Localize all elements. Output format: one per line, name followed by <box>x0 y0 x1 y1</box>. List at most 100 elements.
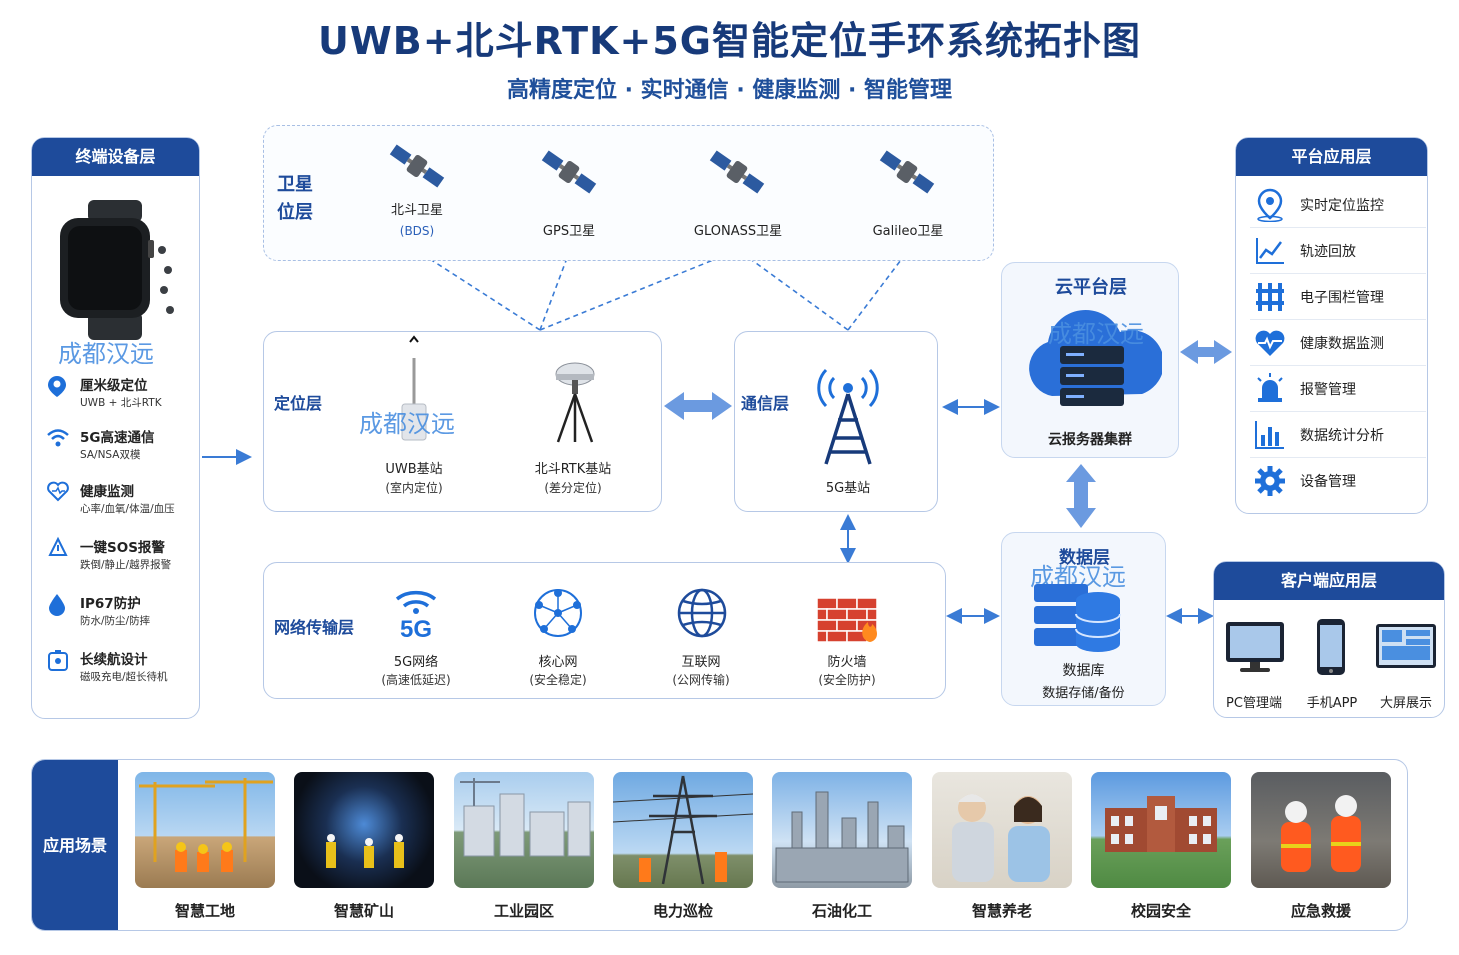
satellite-name: GLONASS卫星 <box>693 224 783 239</box>
fence-icon <box>1256 283 1284 311</box>
scene-industrial-park-image <box>454 772 594 888</box>
database-icon <box>1034 582 1122 658</box>
platform-item[interactable]: 电子围栏管理 <box>1250 274 1426 320</box>
feature-title: 长续航设计 <box>80 652 148 668</box>
5g-network-icon: 5G <box>391 585 441 645</box>
data-layer-label: 数据层 <box>1059 548 1110 568</box>
network-layer-label: 网络传输层 <box>274 618 355 637</box>
network-item-name: 互联网 <box>681 655 721 670</box>
platform-item[interactable]: 实时定位监控 <box>1250 182 1426 228</box>
cloud-layer-label: 云平台层 <box>1055 277 1127 298</box>
terminal-layer-header: 终端设备层 <box>32 138 199 176</box>
watermark: 成都汉远 <box>359 410 455 438</box>
location-pin-icon <box>1257 188 1283 222</box>
platform-item-label: 数据统计分析 <box>1300 428 1384 444</box>
satellite-layer-panel: 卫星 位层 <box>263 125 994 261</box>
firewall-icon <box>816 596 882 648</box>
network-item-name: 5G网络 <box>393 655 439 670</box>
large-screen-icon <box>1376 624 1436 668</box>
line-chart-icon <box>1256 238 1284 264</box>
satellite-icon <box>540 148 598 200</box>
fat-arrows <box>664 340 1232 528</box>
scene-mine-image <box>294 772 434 888</box>
scenes-panel: 应用场景 智慧工地 智慧矿山 工业园区 电力巡检 石油化工 智慧养老 校园安全 … <box>31 759 1408 931</box>
feature-subtitle: 磁吸充电/超长待机 <box>80 671 168 683</box>
satellite-name: 北斗卫星 <box>390 203 443 218</box>
uwb-station-sub: (室内定位) <box>385 481 443 495</box>
platform-item[interactable]: 轨迹回放 <box>1250 228 1426 274</box>
scene-label: 工业园区 <box>493 902 554 920</box>
network-item-sub: (公网传输) <box>672 673 730 687</box>
network-layer-panel: 网络传输层 <box>263 562 946 699</box>
satellite-name: GPS卫星 <box>542 224 596 239</box>
platform-item[interactable]: 健康数据监测 <box>1250 320 1426 366</box>
siren-icon <box>1257 373 1283 402</box>
satellite-icon <box>878 148 936 200</box>
5g-network-text: 5G <box>400 616 432 641</box>
uwb-antenna-icon <box>392 334 442 448</box>
heart-icon <box>46 480 70 506</box>
platform-item-label: 实时定位监控 <box>1300 198 1384 214</box>
network-item-sub: (安全稳定) <box>529 673 587 687</box>
platform-item-label: 报警管理 <box>1300 382 1356 398</box>
satellite-sub: (BDS) <box>399 224 435 238</box>
satellite-icon <box>388 142 446 194</box>
client-item-label: 大屏展示 <box>1379 696 1432 711</box>
database-label: 数据库 <box>1062 663 1105 679</box>
pc-monitor-icon <box>1226 622 1284 672</box>
scene-emergency-rescue-image <box>1251 772 1391 888</box>
page-subtitle: 高精度定位 · 实时通信 · 健康监测 · 智能管理 <box>506 78 953 103</box>
water-drop-icon <box>47 592 67 620</box>
scene-label: 智慧矿山 <box>333 902 394 920</box>
feature-title: 厘米级定位 <box>80 378 148 394</box>
positioning-layer-label: 定位层 <box>274 394 323 413</box>
scene-label: 校园安全 <box>1130 902 1191 920</box>
bar-chart-icon <box>1255 421 1284 449</box>
scene-petrochemical-image <box>772 772 912 888</box>
feature-title: 健康监测 <box>80 484 134 500</box>
battery-icon <box>47 648 69 676</box>
smart-band-icon <box>60 200 174 340</box>
watermark: 成都汉远 <box>1048 320 1144 348</box>
network-item-name: 防火墙 <box>827 655 867 670</box>
5g-tower-label: 5G基站 <box>825 481 871 496</box>
location-pin-icon <box>46 374 68 402</box>
scene-elderly-care-image <box>932 772 1072 888</box>
client-item-label: 手机APP <box>1306 696 1358 711</box>
feature-title: IP67防护 <box>80 596 141 612</box>
scene-label: 应急救援 <box>1290 902 1351 920</box>
cloud-server-label: 云报务器集群 <box>1048 432 1132 448</box>
alarm-bell-icon <box>46 536 70 564</box>
network-item-sub: (安全防护) <box>818 673 876 687</box>
scene-label: 石油化工 <box>811 902 872 920</box>
network-item-name: 核心网 <box>538 655 578 670</box>
platform-item[interactable]: 设备管理 <box>1250 458 1426 504</box>
wifi-icon <box>46 428 70 452</box>
scene-campus-image <box>1091 772 1231 888</box>
positioning-layer-panel: 定位层 <box>263 331 662 512</box>
satellite-name: Galileo卫星 <box>872 224 944 239</box>
scene-label: 智慧养老 <box>971 902 1032 920</box>
platform-item[interactable]: 报警管理 <box>1250 366 1426 412</box>
platform-item-label: 设备管理 <box>1300 474 1356 490</box>
scene-power-inspection-image <box>613 772 753 888</box>
database-sub: 数据存储/备份 <box>1042 686 1125 701</box>
communication-layer-panel: 通信层 <box>734 331 938 512</box>
feature-subtitle: 防水/防尘/防摔 <box>80 615 151 627</box>
satellite-icon <box>708 148 766 200</box>
platform-item-label: 电子围栏管理 <box>1300 290 1384 306</box>
terminal-layer-panel: 终端设备层 成都汉远 厘米级定位 UWB + 北斗RTK 5G高速通信 SA/N… <box>31 137 200 719</box>
5g-tower-icon <box>812 360 884 472</box>
heart-pulse-icon <box>1255 330 1285 356</box>
page-title: UWB+北斗RTK+5G智能定位手环系统拓扑图 <box>318 19 1141 63</box>
platform-item[interactable]: 数据统计分析 <box>1250 412 1426 458</box>
feature-title: 一键SOS报警 <box>80 540 165 556</box>
client-layer-header: 客户端应用层 <box>1214 562 1444 600</box>
mobile-phone-icon <box>1317 619 1345 675</box>
satellite-layer-label: 卫星 位层 <box>277 174 313 223</box>
feature-subtitle: 心率/血氧/体温/血压 <box>80 503 175 515</box>
platform-item-label: 健康数据监测 <box>1300 336 1384 352</box>
feature-subtitle: SA/NSA双模 <box>80 449 141 461</box>
platform-item-label: 轨迹回放 <box>1300 244 1356 260</box>
watermark: 成都汉远 <box>58 340 154 368</box>
